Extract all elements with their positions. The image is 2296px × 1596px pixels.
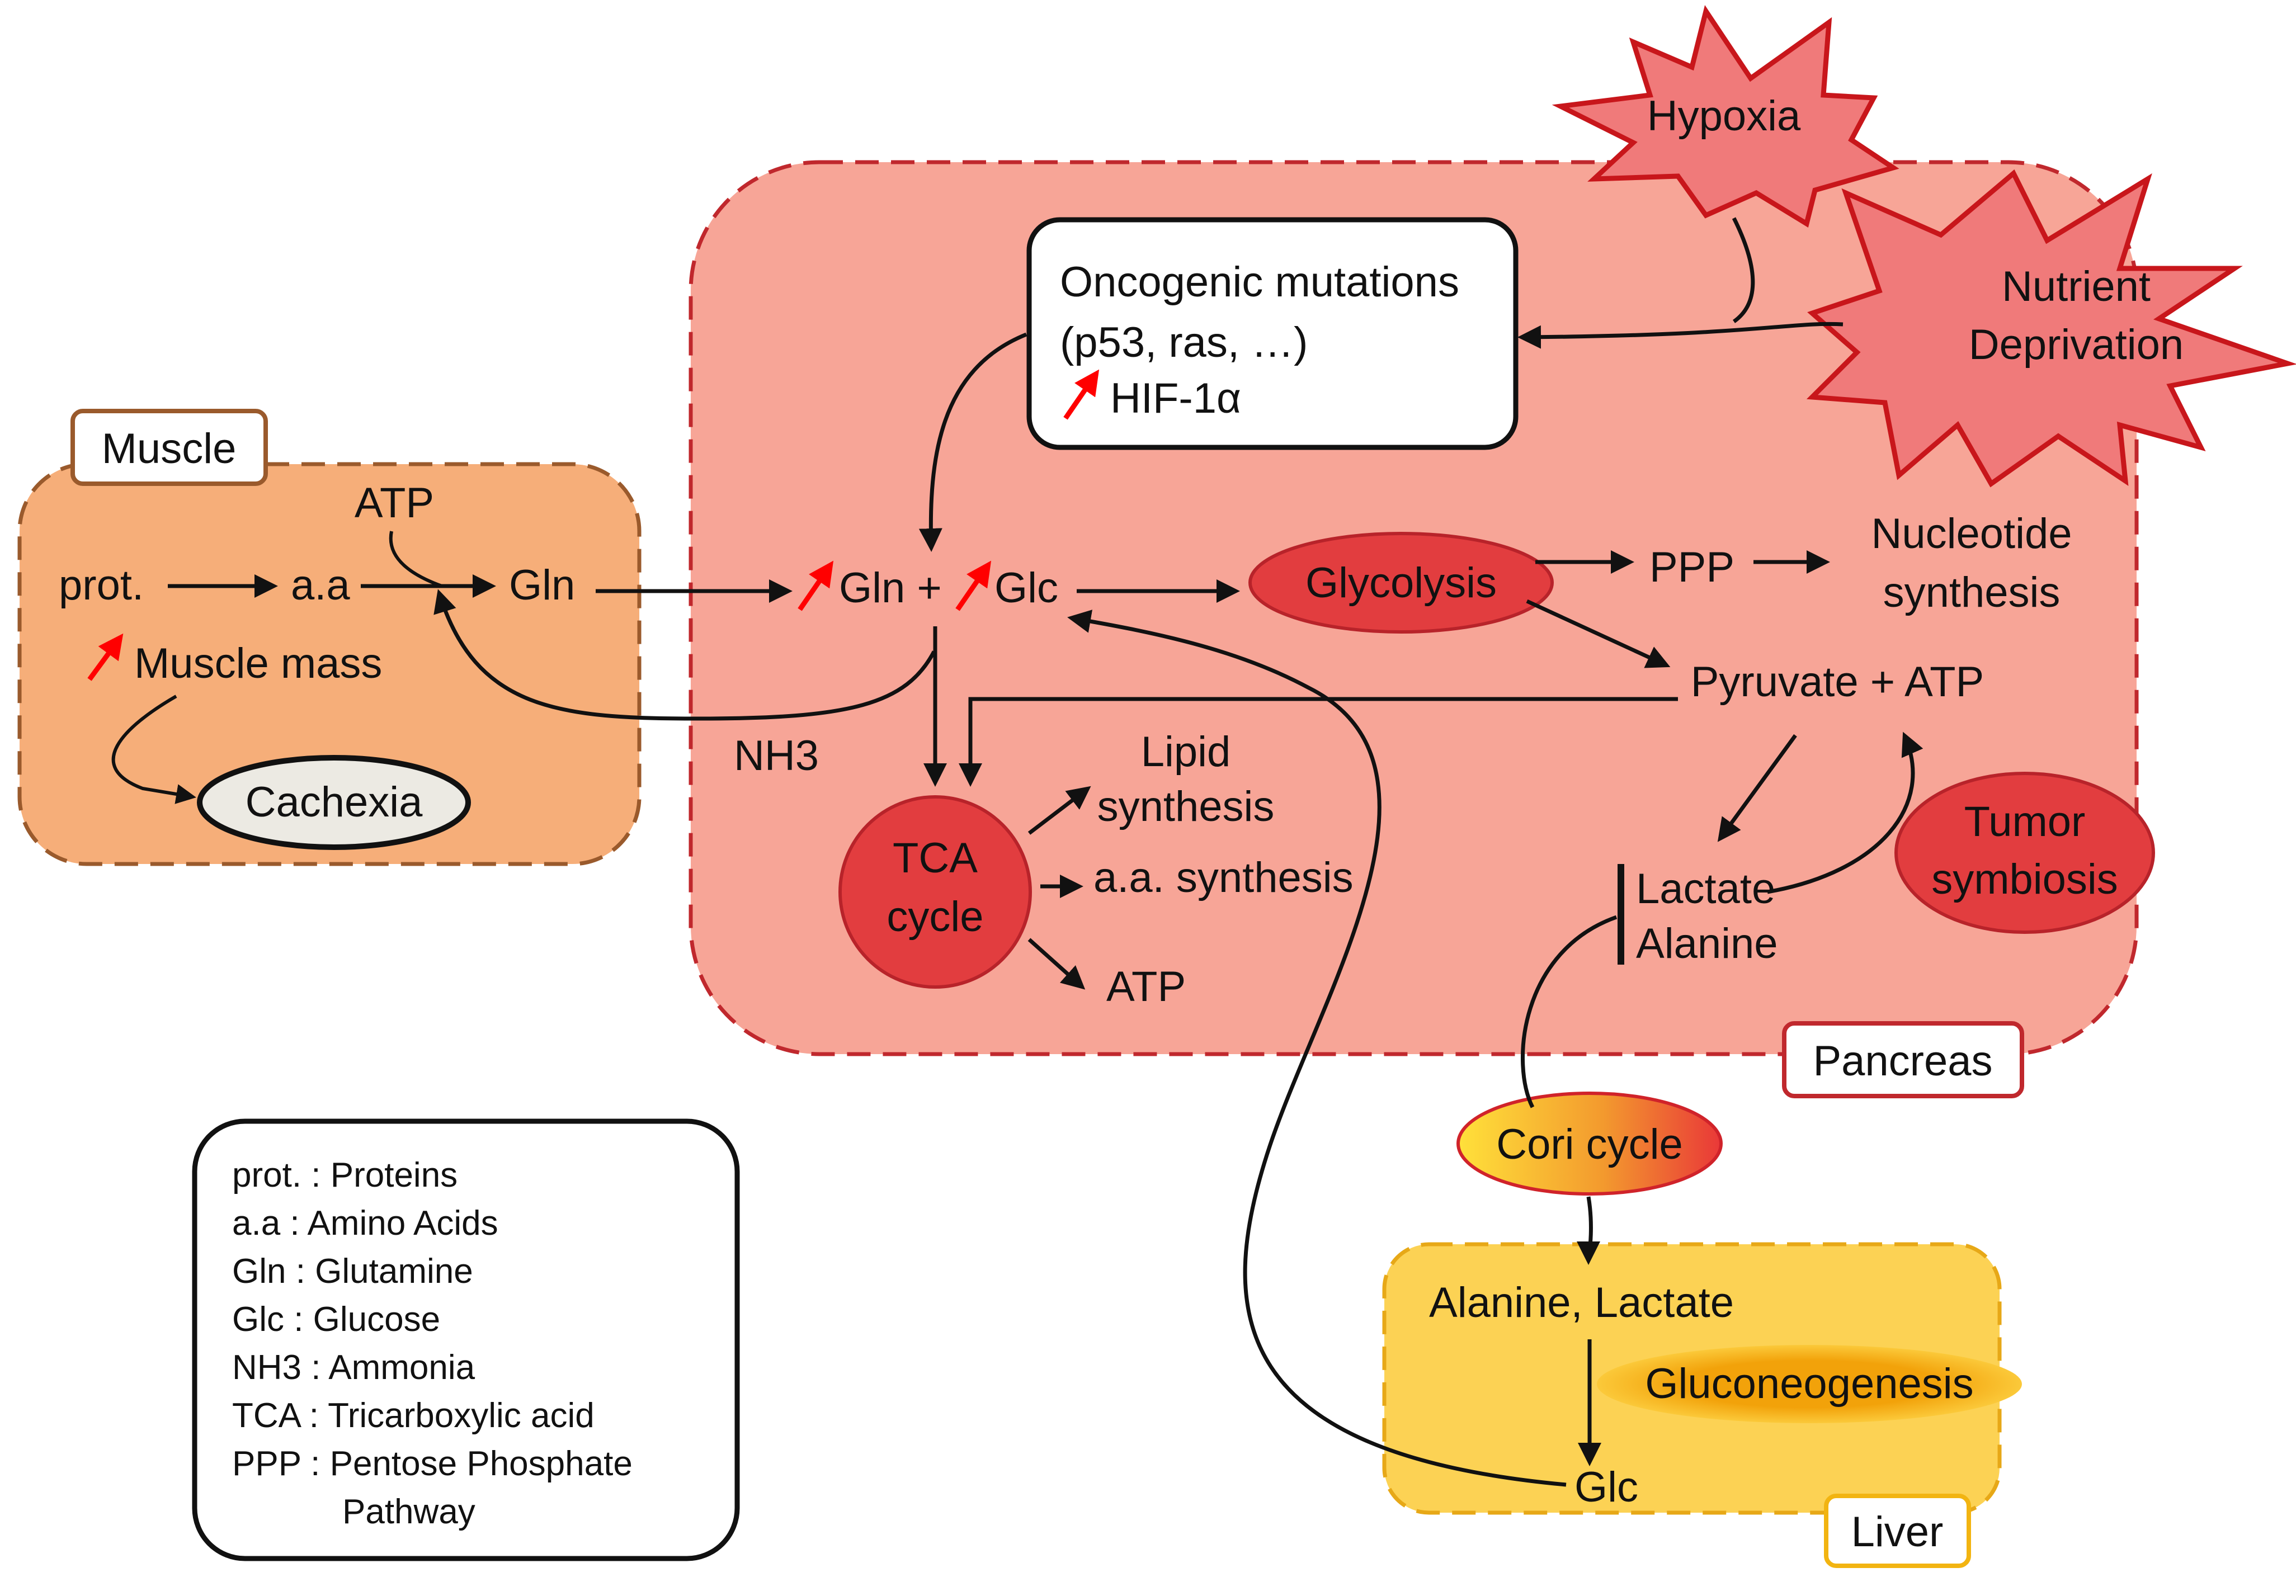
pancreas-label: Pancreas bbox=[1813, 1037, 1992, 1085]
legend-item: TCA : Tricarboxylic acid bbox=[232, 1396, 595, 1435]
cachexia-label: Cachexia bbox=[246, 778, 423, 826]
tca-label-line2: cycle bbox=[887, 893, 983, 941]
nucleotide-label: Nucleotide bbox=[1871, 510, 2072, 558]
arrow-glc-return bbox=[1067, 610, 1567, 1487]
oncogenic-line2: (p53, ras, …) bbox=[1060, 319, 1308, 366]
pancreas-label-box: Pancreas bbox=[1782, 1021, 2024, 1098]
nucleotide-synthesis-label: synthesis bbox=[1883, 569, 2061, 616]
tca-label-line1: TCA bbox=[893, 834, 978, 882]
arrow-nh3-return bbox=[433, 589, 936, 721]
glc-liver-label: Glc bbox=[1574, 1463, 1638, 1511]
muscle-label-box: Muscle bbox=[70, 409, 268, 486]
legend-item: prot. : Proteins bbox=[232, 1156, 458, 1194]
hypoxia-label: Hypoxia bbox=[1647, 92, 1801, 140]
legend-item: PPP : Pentose Phosphate bbox=[232, 1444, 633, 1483]
atp-tca-label: ATP bbox=[1106, 963, 1186, 1011]
liver-label-box: Liver bbox=[1824, 1494, 1971, 1568]
lipid-label: Lipid bbox=[1141, 728, 1231, 776]
pathway-arrows bbox=[433, 217, 1923, 1487]
arrow-oncogenic-glnglc bbox=[918, 332, 1027, 552]
legend-item: NH3 : Ammonia bbox=[232, 1348, 475, 1387]
arrow-atp-merge bbox=[389, 531, 443, 588]
legend-item: Pathway bbox=[342, 1493, 475, 1531]
tumor-symbiosis-node bbox=[1894, 772, 2155, 934]
tumor-label: Tumor bbox=[1964, 798, 2086, 846]
pyruvate-atp-label: Pyruvate + ATP bbox=[1691, 658, 1984, 706]
atp-muscle-label: ATP bbox=[355, 479, 434, 527]
prot-label: prot. bbox=[59, 561, 144, 609]
glycolysis-label: Glycolysis bbox=[1305, 559, 1497, 607]
nutrient-label: Nutrient bbox=[2002, 263, 2151, 310]
tca-cycle-node bbox=[838, 795, 1032, 989]
legend-item: Glc : Glucose bbox=[232, 1300, 440, 1339]
liver-label: Liver bbox=[1851, 1508, 1944, 1556]
arrow-lactate-pyruvate bbox=[1767, 731, 1923, 894]
arrow-lactate-liver bbox=[1520, 915, 1618, 1261]
arrow-muscle-cachexia bbox=[111, 695, 196, 804]
hif-increase-arrow bbox=[1063, 369, 1100, 420]
cachexia-node bbox=[197, 755, 471, 850]
legend-box bbox=[192, 1118, 740, 1561]
muscle-region bbox=[17, 462, 642, 866]
glc-increase-arrow bbox=[955, 560, 992, 611]
arrow-tca-lipid bbox=[1027, 786, 1091, 835]
muscle-mass-label: Muscle mass bbox=[134, 640, 382, 687]
arrow-glycolysis-pyruvate bbox=[1526, 599, 1671, 668]
oncogenic-line1: Oncogenic mutations bbox=[1060, 258, 1459, 306]
glycolysis-node bbox=[1248, 532, 1554, 634]
alanine-label: Alanine bbox=[1636, 920, 1778, 967]
legend: prot. : Proteins a.a : Amino Acids Gln :… bbox=[232, 1156, 633, 1531]
cori-cycle-label: Cori cycle bbox=[1496, 1121, 1683, 1168]
gln-glc-label: Gln + bbox=[839, 564, 942, 612]
deprivation-label: Deprivation bbox=[1969, 321, 2184, 369]
alanine-lactate-label: Alanine, Lactate bbox=[1429, 1279, 1734, 1326]
symbiosis-label: symbiosis bbox=[1931, 856, 2118, 903]
lipid-synthesis-label: synthesis bbox=[1097, 783, 1275, 830]
cori-cycle-node bbox=[1456, 1092, 1723, 1196]
aa-synthesis-label: a.a. synthesis bbox=[1093, 854, 1354, 901]
legend-item: a.a : Amino Acids bbox=[232, 1204, 498, 1243]
muscle-mass-increase-arrow bbox=[87, 633, 124, 681]
nutrient-deprivation-star bbox=[1806, 169, 2296, 488]
nh3-label: NH3 bbox=[734, 732, 819, 780]
ppp-label: PPP bbox=[1649, 544, 1734, 591]
glc-label: Glc bbox=[994, 564, 1058, 612]
arrow-pyruvate-tca bbox=[959, 697, 1678, 787]
gluconeogenesis-label: Gluconeogenesis bbox=[1645, 1360, 1973, 1408]
gluconeogenesis-node bbox=[1597, 1345, 2022, 1423]
arrow-tca-atp bbox=[1027, 938, 1086, 990]
arrow-hypoxia-oncogenic bbox=[1732, 217, 1755, 323]
gln-increase-arrow bbox=[798, 560, 834, 611]
oncogenic-box bbox=[1026, 217, 1519, 450]
lactate-label: Lactate bbox=[1636, 865, 1775, 913]
gln-muscle-label: Gln bbox=[509, 561, 575, 609]
legend-item: Gln : Glutamine bbox=[232, 1252, 473, 1291]
arrow-pyruvate-lactate bbox=[1717, 734, 1797, 842]
arrow-stress-oncogenic bbox=[1517, 322, 1844, 349]
hypoxia-star bbox=[1552, 5, 1899, 228]
hif-label: HIF-1α bbox=[1110, 375, 1241, 422]
aa-label: a.a bbox=[291, 561, 350, 609]
muscle-label: Muscle bbox=[102, 425, 237, 473]
